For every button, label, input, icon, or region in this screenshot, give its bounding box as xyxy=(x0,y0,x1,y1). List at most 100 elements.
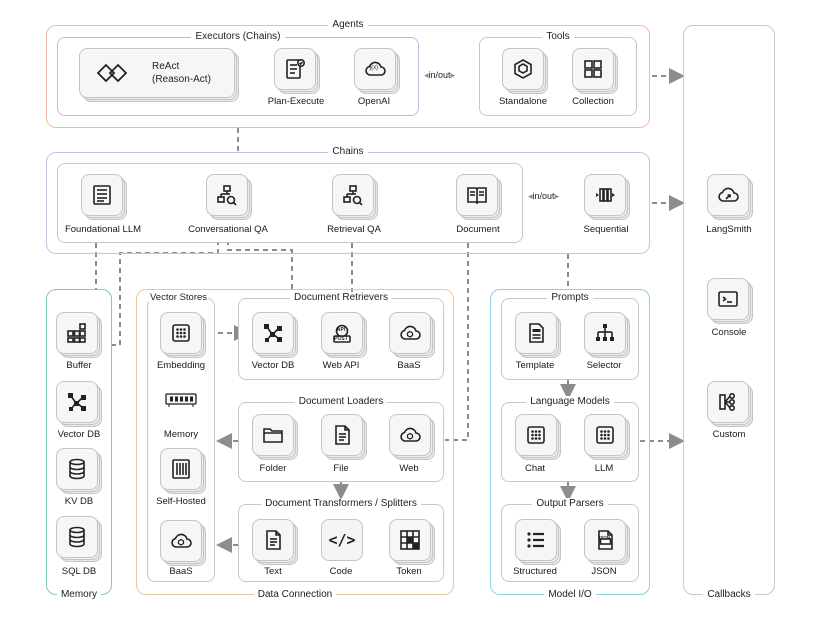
language-models-title: Language Models xyxy=(526,396,614,407)
self-hosted-card[interactable] xyxy=(160,448,206,494)
transformers-label-2: Token xyxy=(396,566,422,577)
memory-group: Memory xyxy=(46,289,112,600)
list-icon xyxy=(527,532,544,548)
database-icon xyxy=(69,526,85,548)
terminal-icon xyxy=(718,291,738,307)
plan-execute-label: Plan-Execute xyxy=(267,96,325,107)
memory-buffer-card[interactable] xyxy=(56,312,102,358)
template-card[interactable] xyxy=(515,312,561,358)
json-file-icon xyxy=(598,530,613,550)
language-models-label-1: LLM xyxy=(594,463,614,474)
hierarchy-search-icon xyxy=(343,185,363,206)
web-loader-card[interactable] xyxy=(389,414,435,460)
vs-baas-card[interactable] xyxy=(160,520,206,566)
langsmith-card[interactable] xyxy=(707,174,753,220)
retriever-vectordb-card[interactable] xyxy=(252,312,298,358)
model-io-group: Model I/O xyxy=(490,289,650,600)
file-card[interactable] xyxy=(321,414,367,460)
share-nodes-icon xyxy=(719,392,736,412)
text-lines-icon xyxy=(93,185,111,205)
cloud-cube-icon xyxy=(171,533,192,548)
chains-item-label-1: Conversational QA xyxy=(188,224,268,235)
transformers-label-0: Text xyxy=(264,566,282,577)
retriever-baas-card[interactable] xyxy=(389,312,435,358)
chip-grid-icon xyxy=(596,426,614,444)
custom-card[interactable] xyxy=(707,381,753,427)
server-rack-icon xyxy=(172,459,190,479)
callbacks-label-2: Custom xyxy=(712,429,746,440)
prompts-label-0: Template xyxy=(515,360,555,371)
react-card[interactable]: ReAct (Reason-Act) xyxy=(79,48,239,102)
console-card[interactable] xyxy=(707,278,753,324)
standalone-label: Standalone xyxy=(498,96,548,107)
chains-title: Chains xyxy=(328,146,368,157)
json-parser-card[interactable]: JSON xyxy=(584,519,630,565)
transformers-label-1: Code xyxy=(329,566,353,577)
api-gear-icon xyxy=(333,324,351,343)
code-splitter-card[interactable]: </> xyxy=(321,519,363,561)
language-models-label-0: Chat xyxy=(524,463,546,474)
prompts-label-1: Selector xyxy=(586,360,622,371)
chains-item-label-2: Retrieval QA xyxy=(327,224,381,235)
vector-stores-label-2: Self-Hosted xyxy=(156,496,206,507)
collection-card[interactable] xyxy=(572,48,618,94)
document-chain-card[interactable] xyxy=(456,174,502,220)
hierarchy-search-icon xyxy=(217,185,237,206)
memory-item-label-0: Buffer xyxy=(66,360,92,371)
retrievers-label-1: Web API xyxy=(322,360,360,371)
vector-stores-label-0: Embedding xyxy=(156,360,206,371)
web-api-card[interactable]: API POST xyxy=(321,312,367,358)
output-parsers-label-1: JSON xyxy=(591,566,617,577)
grid-icon xyxy=(584,60,602,78)
buffer-grid-icon xyxy=(67,323,86,343)
conversational-qa-card[interactable] xyxy=(206,174,252,220)
text-file-icon xyxy=(266,530,281,550)
llm-model-card[interactable] xyxy=(584,414,630,460)
loaders-title: Document Loaders xyxy=(294,396,388,407)
vector-network-icon xyxy=(68,393,86,411)
callbacks-label-0: LangSmith xyxy=(706,224,752,235)
memory-item-label-3: SQL DB xyxy=(61,566,97,577)
selector-card[interactable] xyxy=(584,312,630,358)
plan-execute-card[interactable] xyxy=(274,48,320,94)
chip-grid-icon xyxy=(172,324,190,342)
cloud-upload-icon xyxy=(718,187,739,202)
standalone-card[interactable] xyxy=(502,48,548,94)
retrievers-label-0: Vector DB xyxy=(251,360,295,371)
memory-vectordb-card[interactable] xyxy=(56,381,102,427)
output-parsers-label-0: Structured xyxy=(513,566,557,577)
chains-inout-connector: ◂in/out▸ xyxy=(528,191,560,201)
chains-group: Chains xyxy=(46,146,650,254)
foundational-llm-card[interactable] xyxy=(81,174,127,220)
token-grid-icon xyxy=(400,530,420,550)
cloud-cube-icon xyxy=(400,427,421,442)
callbacks-group: Callbacks xyxy=(683,25,775,600)
checklist-icon xyxy=(286,58,306,79)
callbacks-title: Callbacks xyxy=(703,589,755,600)
openai-card[interactable]: ʃ(x) xyxy=(354,48,400,94)
sequence-icon xyxy=(596,188,615,202)
loaders-label-2: Web xyxy=(399,463,419,474)
json-icon-text: JSON xyxy=(597,535,611,540)
memory-sqldb-card[interactable] xyxy=(56,516,102,562)
chains-inner-group xyxy=(57,163,523,243)
chains-inout-label: in/out xyxy=(532,191,555,201)
token-splitter-card[interactable] xyxy=(389,519,435,565)
web-api-post-text: POST xyxy=(334,336,348,342)
folder-card[interactable] xyxy=(252,414,298,460)
text-splitter-card[interactable] xyxy=(252,519,298,565)
embedding-card[interactable] xyxy=(160,312,206,358)
structured-parser-card[interactable] xyxy=(515,519,561,565)
retrieval-qa-card[interactable] xyxy=(332,174,378,220)
chat-model-card[interactable] xyxy=(515,414,561,460)
collection-label: Collection xyxy=(572,96,614,107)
memory-kvdb-card[interactable] xyxy=(56,448,102,494)
openai-label: OpenAI xyxy=(357,96,391,107)
callbacks-label-1: Console xyxy=(711,327,747,338)
vector-network-icon xyxy=(264,324,282,342)
cloud-cube-icon xyxy=(400,325,421,340)
transformers-title: Document Transformers / Splitters xyxy=(261,498,421,509)
react-label-line2: (Reason-Act) xyxy=(152,74,211,85)
sequential-label: Sequential xyxy=(583,224,629,235)
sequential-card[interactable] xyxy=(584,174,630,220)
